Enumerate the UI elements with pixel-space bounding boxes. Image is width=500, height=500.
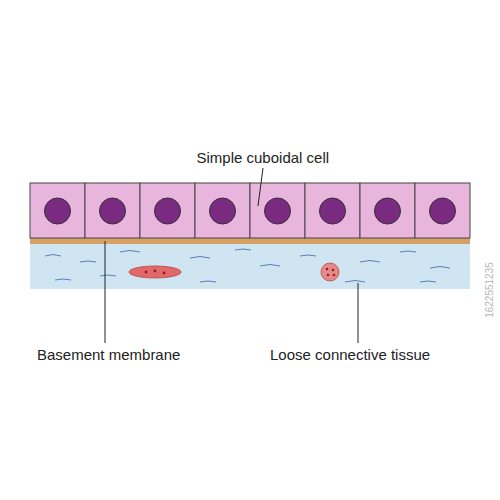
part-label: Loose connective tissue (270, 346, 430, 364)
leader-lines (105, 168, 358, 343)
watermark: 1622551235 (484, 262, 496, 318)
connective-tissue (30, 244, 470, 289)
part-label: Simple cuboidal cell (197, 149, 330, 167)
cuboidal-cells (30, 183, 470, 238)
nuclei (45, 198, 456, 224)
part-label: Basement membrane (37, 346, 180, 364)
round-cell (321, 263, 339, 281)
fibroblast (129, 266, 181, 278)
basement-membrane (30, 238, 470, 244)
fibers (45, 249, 450, 282)
